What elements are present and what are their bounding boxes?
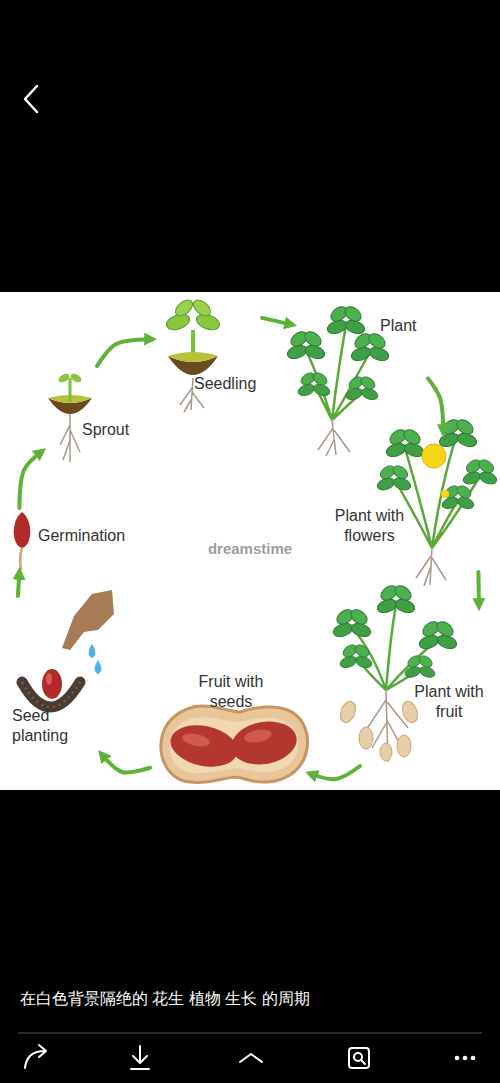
seedling-art bbox=[164, 297, 221, 412]
caption-holder: 在白色背景隔绝的 花生 植物 生长 的周期 bbox=[20, 989, 480, 1009]
stage-node: Plant with flowers bbox=[320, 432, 496, 572]
stage-node: Sprout bbox=[42, 366, 142, 470]
stage-label: Germination bbox=[38, 526, 125, 546]
stage-label: Plant with flowers bbox=[322, 506, 417, 546]
peanut-art bbox=[161, 706, 308, 783]
cycle-arrow bbox=[476, 572, 481, 606]
image-search-icon bbox=[349, 1048, 369, 1068]
cycle-arrow bbox=[102, 754, 151, 773]
germination-art bbox=[14, 512, 31, 570]
stage-node: Seed planting bbox=[8, 596, 118, 754]
stage-node: Plant with fruit bbox=[326, 606, 496, 766]
flowering-plant-art bbox=[376, 417, 499, 586]
sprout-art bbox=[48, 372, 92, 462]
image-caption: 在白色背景隔绝的 花生 植物 生长 的周期 bbox=[20, 989, 480, 1009]
stage-label: Seedling bbox=[194, 374, 256, 394]
stage-label: Sprout bbox=[82, 420, 129, 440]
stage-label: Plant with fruit bbox=[404, 682, 494, 722]
cycle-arrow bbox=[97, 339, 152, 366]
cycle-arrow bbox=[18, 572, 20, 596]
label-holder: dreamstime bbox=[150, 539, 350, 559]
cycle-arrow bbox=[428, 378, 443, 432]
collapse-icon bbox=[240, 1054, 262, 1062]
picture-ground bbox=[0, 292, 500, 790]
seed-planting-art bbox=[22, 590, 114, 707]
stage-node: Fruit with seeds bbox=[150, 670, 310, 785]
download-icon bbox=[131, 1046, 149, 1069]
plant-art bbox=[286, 304, 391, 456]
stage-node: Germination bbox=[6, 508, 140, 572]
stage-label: Fruit with seeds bbox=[186, 672, 276, 712]
toolbar-separator bbox=[18, 1033, 482, 1034]
stage-node: Seedling bbox=[152, 300, 262, 412]
stage-label: Seed planting bbox=[12, 706, 82, 746]
cycle-arrow bbox=[262, 318, 292, 325]
back-icon bbox=[25, 86, 37, 112]
stage-node: Plant bbox=[292, 300, 428, 412]
more-icon bbox=[455, 1056, 476, 1061]
fruiting-plant-art bbox=[332, 583, 459, 762]
watermark: dreamstime bbox=[150, 539, 350, 559]
cycle-arrow bbox=[310, 766, 360, 779]
stage-label: Plant bbox=[380, 316, 416, 336]
toolbar-icons bbox=[25, 1045, 369, 1069]
cycle-arrow bbox=[19, 451, 42, 508]
flower bbox=[422, 444, 446, 468]
share-icon bbox=[25, 1045, 46, 1068]
